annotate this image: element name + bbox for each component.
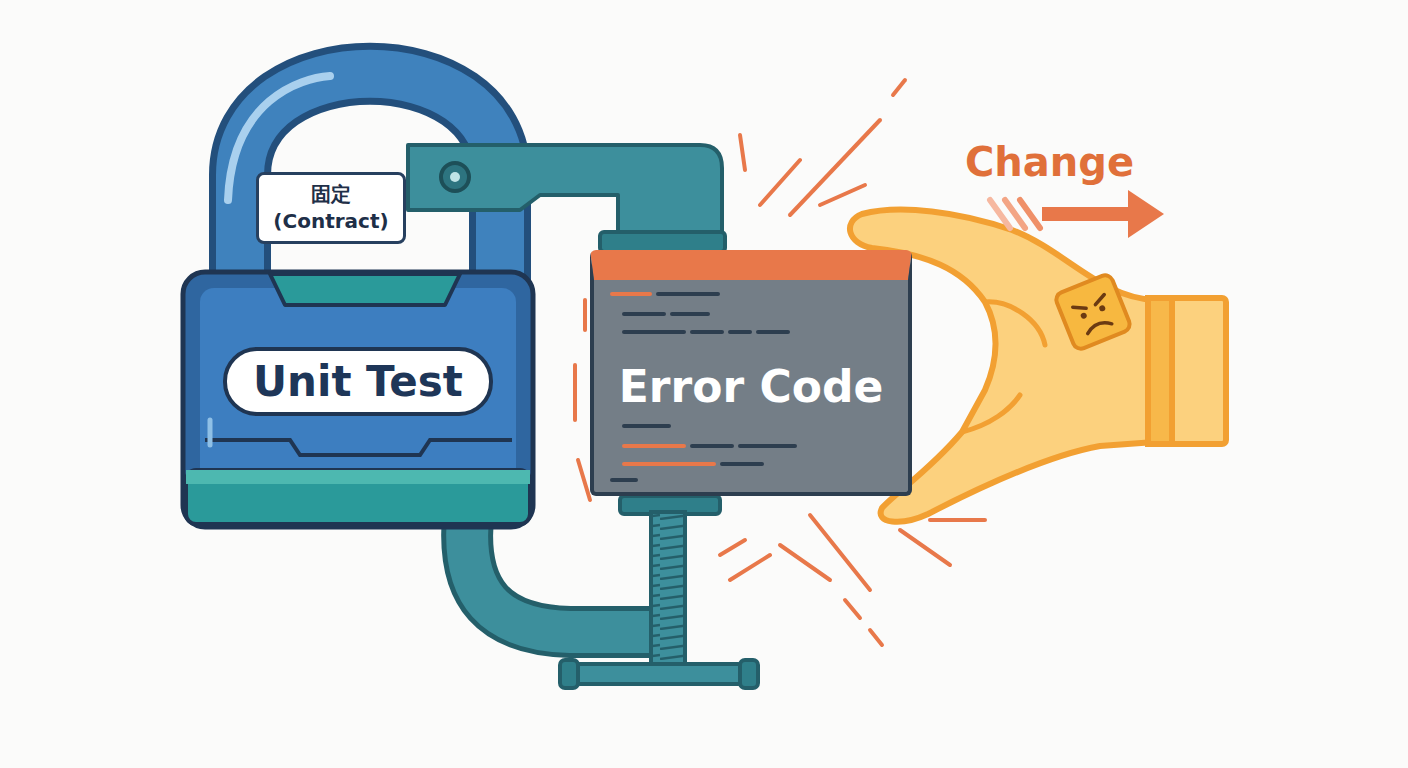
node-text: 固定 (Contract)	[269, 181, 393, 235]
change-arrow	[990, 190, 1164, 238]
padlock-shackle	[240, 74, 500, 300]
node-text: Unit Test	[253, 357, 463, 406]
node-text: Error Code	[619, 361, 884, 412]
contract-label: 固定 (Contract)	[256, 172, 406, 244]
change-label: Change	[965, 139, 1134, 185]
angry-face	[1054, 273, 1132, 351]
unit-test-label: Unit Test	[223, 347, 493, 416]
error-code-box: Error Code	[590, 250, 912, 496]
padlock-body	[183, 272, 533, 527]
